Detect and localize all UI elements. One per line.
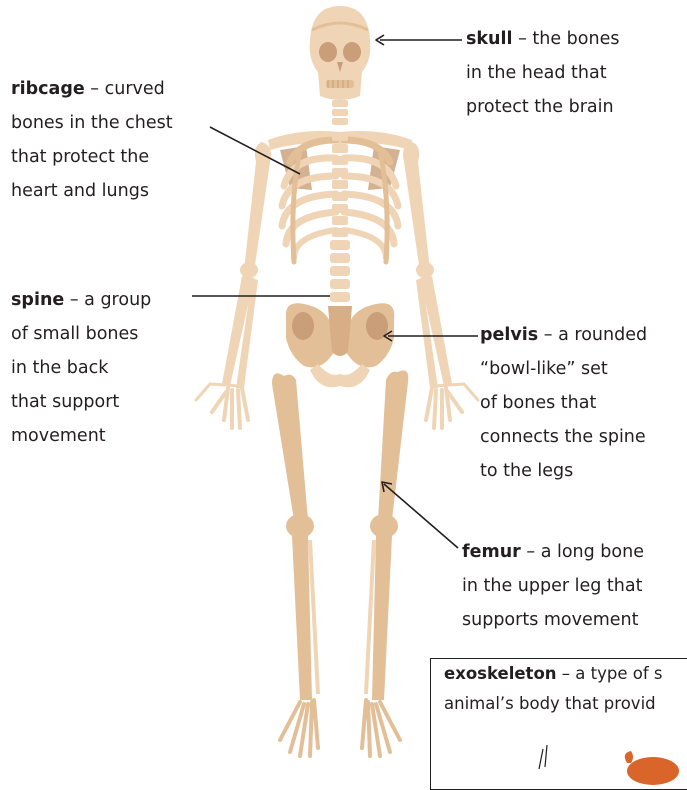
crab-shell: [627, 757, 679, 785]
crab-claw: [625, 751, 633, 763]
skull-label: skull – the bones in the head that prote…: [466, 22, 619, 124]
spine-label: spine – a group of small bones in the ba…: [11, 283, 151, 453]
skull-bone: [310, 6, 371, 100]
pelvis-label: pelvis – a rounded “bowl-like” set of bo…: [480, 318, 647, 488]
insect-leg-sketch: [539, 745, 547, 769]
pelvis-bone: [286, 303, 394, 387]
skeleton-illustration: [196, 6, 478, 756]
femur-bone: [272, 370, 408, 538]
exoskeleton-inset: exoskeleton – a type of s animal’s body …: [430, 658, 687, 790]
exoskeleton-illustration: [431, 659, 687, 789]
spine-bone: [330, 132, 350, 302]
ribcage-label: ribcage – curved bones in the chest that…: [11, 72, 173, 208]
femur-leader: [384, 484, 458, 548]
femur-label: femur – a long bone in the upper leg tha…: [462, 535, 644, 637]
